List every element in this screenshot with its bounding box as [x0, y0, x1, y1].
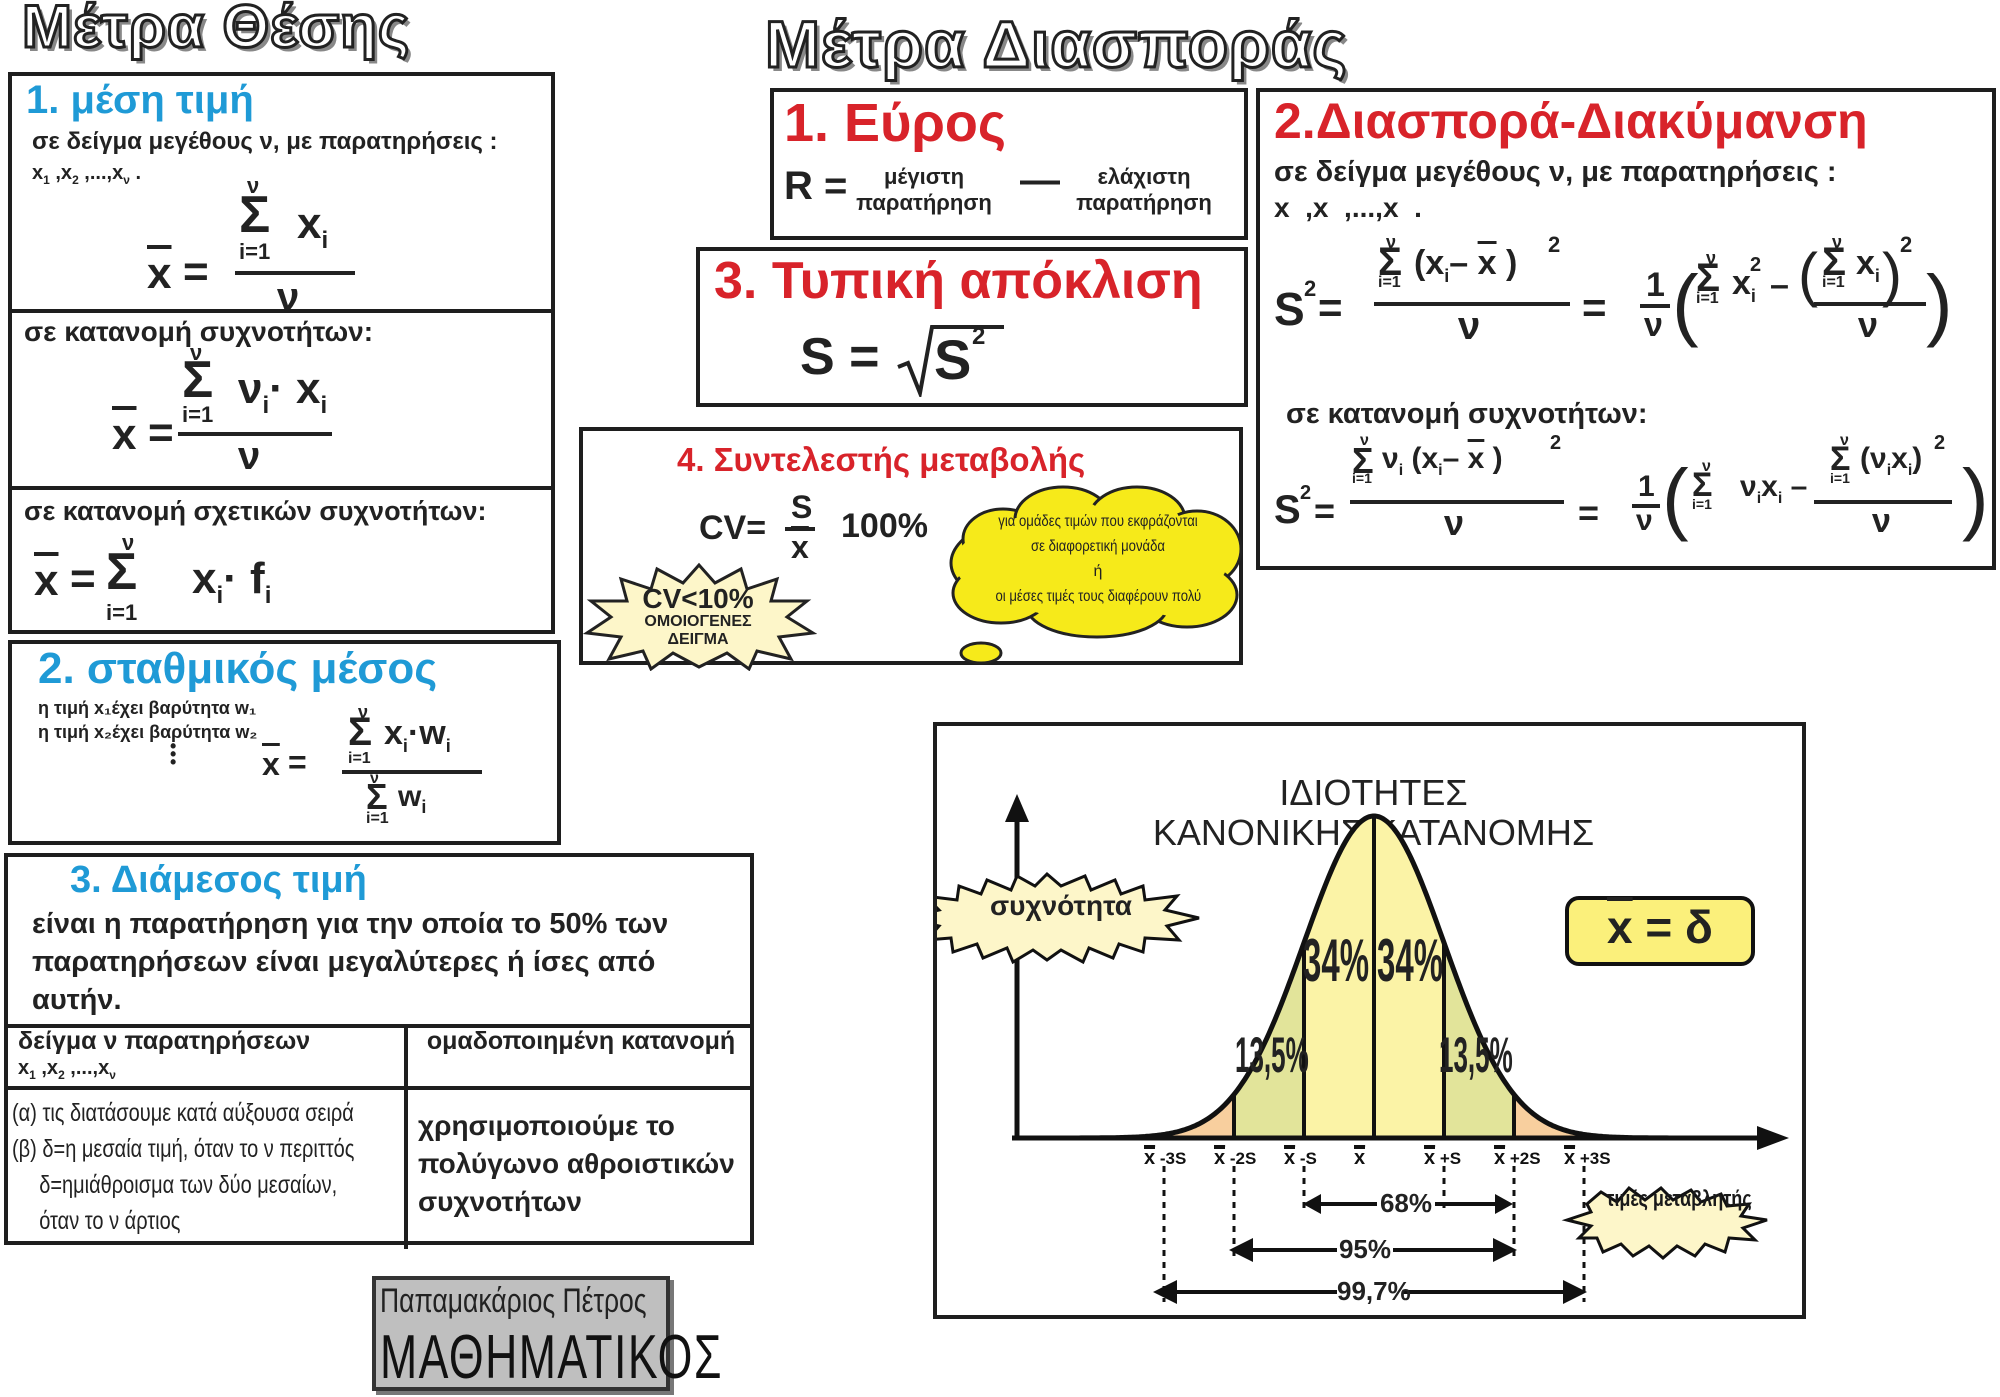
- author-signature: Παπαμακάριος Πέτρος ΜΑΘΗΜΑΤΙΚΟΣ: [372, 1276, 721, 1392]
- median-step-b: (β) δ=η μεσαία τιμή, όταν το ν περιττός: [12, 1135, 355, 1163]
- values-label: τιμές μεταβλητής: [1606, 1186, 1752, 1211]
- axis-tick-label: x +2S: [1494, 1147, 1541, 1169]
- cv-badge-line2: ΟΜΟΙΟΓΕΝΕΣ: [644, 613, 752, 630]
- cv-cloud-line3: ή: [1093, 563, 1103, 580]
- median-step-c: δ=ημιάθροισμα των δύο μεσαίων,: [39, 1171, 338, 1199]
- curve-region: [1514, 1094, 1584, 1138]
- values-badge: [1561, 1185, 1768, 1260]
- cv-cloud-text: για ομάδες τιμών που εκφράζονται σε διαφ…: [973, 509, 1223, 609]
- variance-sample-text: σε δείγμα μεγέθους ν, με παρατηρήσεις :: [1274, 156, 1837, 188]
- stdev-heading: 3. Τυπική απόκλιση: [714, 252, 1203, 310]
- mean-sample-text: σε δείγμα μεγέθους ν, με παρατηρήσεις :: [32, 128, 498, 155]
- range-max-label: μέγιστη παρατήρηση: [856, 164, 992, 215]
- pct-mid-left: 13,5%: [1235, 1027, 1309, 1083]
- range-min-label: ελάχιστη παρατήρηση: [1076, 164, 1212, 215]
- axis-tick-label: x +S: [1424, 1147, 1461, 1169]
- cv-homogeneous-badge: [582, 562, 817, 671]
- author-name: Παπαμακάριος Πέτρος: [380, 1282, 647, 1320]
- median-step-d: όταν το ν άρτιος: [39, 1207, 181, 1235]
- position-measures-title: Μέτρα Θέσης: [20, 0, 411, 62]
- range-formula-lhs: R =: [784, 164, 848, 208]
- mean-median-box: [1565, 896, 1755, 966]
- range-95-label: 95%: [1338, 1234, 1392, 1264]
- weighted-formula: x = ν Σ xi·wi i=1 ν Σ wi i=1: [262, 702, 502, 848]
- median-description: είναι η παρατήρηση για την οποία το 50% …: [32, 908, 669, 1016]
- cv-heading: 4. Συντελεστής μεταβολής: [677, 441, 1086, 478]
- cv-box: 4. Συντελεστής μεταβολής CV= S x 100% CV…: [579, 427, 1243, 671]
- median-col1-header: δείγμα ν παρατηρήσεων: [18, 1027, 311, 1055]
- mean-sample-formula: x = ν Σ xi i=1 ν: [147, 171, 387, 319]
- range-997-label: 99,7%: [1337, 1276, 1411, 1306]
- variance-heading: 2.Διασπορά-Διακύμανση: [1274, 93, 1868, 149]
- mean-box: 1. μέση τιμή σε δείγμα μεγέθους ν, με πα…: [8, 72, 555, 634]
- mean-median-eq-text: = δ: [1645, 901, 1713, 953]
- variance-box: 2.Διασπορά-Διακύμανση σε δείγμα μεγέθους…: [1256, 88, 1996, 570]
- range-heading: 1. Εύρος: [784, 93, 1006, 153]
- range-box: 1. Εύρος R = μέγιστη παρατήρηση — ελάχισ…: [770, 88, 1248, 240]
- mean-sample-observations: x1 ,x2 ,...,xν .: [32, 162, 142, 187]
- median-col1-steps: (α) τις διατάσουμε κατά αύξουσα σειρά (β…: [12, 1095, 402, 1239]
- frequency-badge: [937, 871, 1200, 965]
- mean-relfreq-text: σε κατανομή σχετικών συχνοτήτων:: [24, 496, 487, 526]
- weighted-line2: η τιμή x₂έχει βαρύτητα w₂: [38, 722, 258, 742]
- cv-formula: CV= S x 100%: [699, 489, 928, 565]
- curve-region: [1164, 1094, 1234, 1138]
- normal-title-line1: ΙΔΙΟΤΗΤΕΣ: [1279, 772, 1468, 813]
- pct-mid-right: 13,5%: [1439, 1027, 1513, 1083]
- weighted-line1: η τιμή x₁έχει βαρύτητα w₁: [38, 698, 257, 718]
- mean-freq-formula: x = ν Σ νi· xi i=1 ν: [112, 340, 412, 478]
- weighted-mean-box: 2. σταθμικός μέσος η τιμή x₁έχει βαρύτητ…: [8, 640, 561, 845]
- range-minus: —: [1020, 158, 1060, 202]
- mean-median-equation: x = δ: [1607, 901, 1713, 953]
- median-col1-observations: x1 ,x2 ,...,xν: [18, 1057, 116, 1082]
- stdev-formula: S = S 2: [800, 321, 1060, 401]
- variance-sample-observations: x ,x ,...,x .: [1274, 192, 1422, 223]
- axis-tick-label: x -3S: [1144, 1147, 1186, 1169]
- cv-percent: 100%: [841, 507, 928, 545]
- cv-cloud-line4: οι μέσες τιμές τους διαφέρουν πολύ: [995, 588, 1202, 605]
- median-heading: 3. Διάμεσος τιμή: [70, 859, 367, 901]
- median-step-a: (α) τις διατάσουμε κατά αύξουσα σειρά: [12, 1099, 354, 1127]
- mean-freq-text: σε κατανομή συχνοτήτων:: [24, 316, 374, 347]
- normal-curve-chart: x -3S x -2S x -S x x +S x +2S x +3S: [937, 794, 1789, 1304]
- median-col2-header: ομαδοποιημένη κατανομή: [426, 1027, 736, 1055]
- cv-badge-line3: ΔΕΙΓΜΑ: [667, 631, 729, 648]
- axis-tick-label: x -S: [1284, 1147, 1317, 1169]
- mean-relfreq-formula: x = ν Σ i=1 xi· fi: [34, 530, 272, 625]
- axis-tick-label: x +3S: [1564, 1147, 1611, 1169]
- weighted-heading: 2. σταθμικός μέσος: [38, 644, 438, 693]
- variance-freq-text: σε κατανομή συχνοτήτων:: [1286, 398, 1648, 430]
- x-axis-arrow: [1757, 1126, 1789, 1150]
- axis-tick-label: x -2S: [1214, 1147, 1256, 1169]
- mean-heading: 1. μέση τιμή: [26, 78, 254, 122]
- axis-tick-label: x: [1354, 1147, 1365, 1169]
- cv-cloud: [949, 485, 1243, 665]
- range-68-label: 68%: [1379, 1188, 1433, 1218]
- median-col2-text: χρησιμοποιούμε το πολύγωνο αθροιστικών σ…: [418, 1110, 735, 1217]
- cv-cloud-line1: για ομάδες τιμών που εκφράζονται: [998, 513, 1198, 530]
- author-title: ΜΑΘΗΜΑΤΙΚΟΣ: [380, 1323, 723, 1392]
- y-axis-arrow: [1005, 794, 1029, 822]
- pct-inner-left: 34%: [1303, 927, 1370, 994]
- stdev-box: 3. Τυπική απόκλιση S = S 2: [696, 247, 1248, 407]
- pct-inner-right: 34%: [1377, 927, 1444, 994]
- cv-cloud-line2: σε διαφορετική μονάδα: [1030, 538, 1165, 555]
- median-box: 3. Διάμεσος τιμή είναι η παρατήρηση για …: [4, 853, 754, 1249]
- frequency-label: συχνότητα: [990, 890, 1132, 921]
- vertical-dots: •••: [170, 736, 177, 772]
- variance-freq-formula: S 2 = ν Σ i=1 νi (xi– x ) 2 ν = 1 ν ( ν …: [1274, 432, 1989, 543]
- dispersion-measures-title: Μέτρα Διασποράς: [764, 6, 1349, 83]
- cv-badge-line1: CV<10%: [642, 583, 754, 614]
- variance-sample-formula: S 2 = ν Σ i=1 (xi– x ) 2 ν = 1 ν ( ν Σ i…: [1274, 232, 1953, 348]
